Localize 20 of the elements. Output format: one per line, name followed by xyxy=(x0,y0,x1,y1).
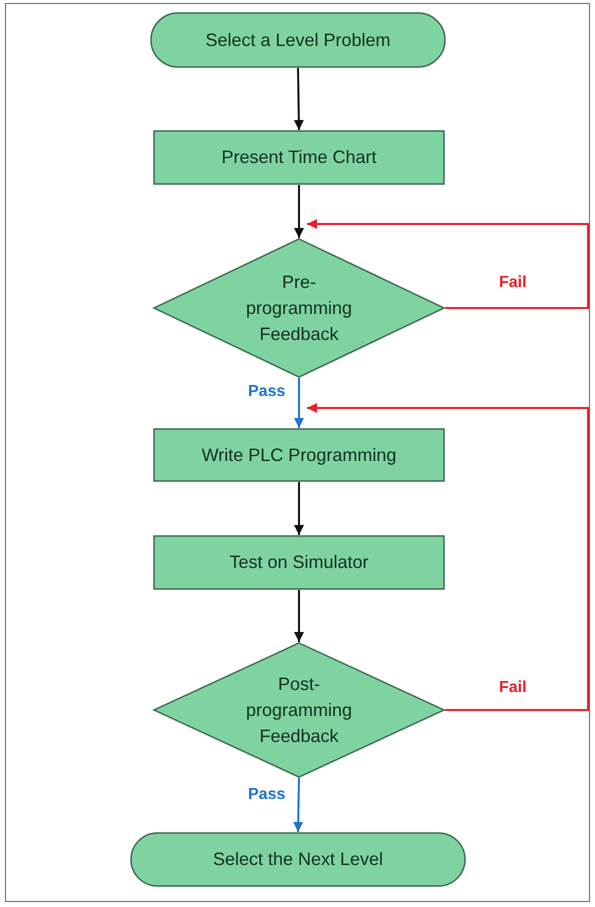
arrow xyxy=(294,590,304,642)
node-label: Present Time Chart xyxy=(221,147,377,168)
decision-diamond xyxy=(153,642,445,778)
process-box xyxy=(153,428,445,482)
node-label: Pre-programming Feedback xyxy=(244,271,354,346)
node-label: Test on Simulator xyxy=(229,552,369,573)
decision-diamond xyxy=(153,238,445,378)
node-label: Select a Level Problem xyxy=(205,30,391,50)
arrow xyxy=(294,185,304,238)
arrow xyxy=(294,482,304,535)
node-label: Post-programming Feedback xyxy=(244,673,354,748)
process-box xyxy=(153,130,445,185)
arrow xyxy=(294,378,304,428)
process-box xyxy=(153,535,445,590)
arrow xyxy=(307,219,589,309)
node-label: Write PLC Programming xyxy=(202,444,396,466)
arrow xyxy=(293,778,304,832)
node-label: Select the Next Level xyxy=(212,849,384,870)
arrow xyxy=(294,68,304,130)
arrow xyxy=(307,403,589,711)
